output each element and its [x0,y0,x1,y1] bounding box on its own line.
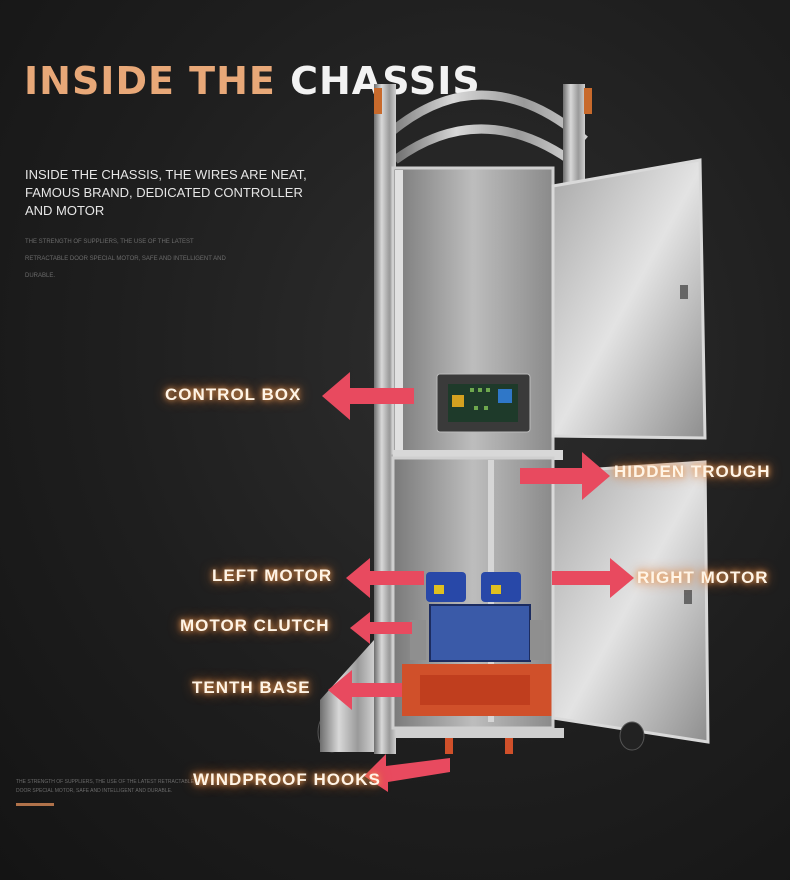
tenth-base-arrow [328,670,402,710]
callout-motor-clutch: MOTOR CLUTCH [180,616,330,635]
page-title: INSIDE THE CHASSIS [24,62,481,100]
callout-right-motor: RIGHT MOTOR [637,568,769,587]
hidden-trough-arrow [520,452,610,500]
top-arch [378,90,588,164]
callout-control-box: CONTROL BOX [165,385,302,404]
fine-print: THE STRENGTH OF SUPPLIERS, THE USE OF TH… [25,239,226,279]
title-part-1: INSIDE THE [24,59,291,103]
chassis-cabinet-image [317,84,710,754]
callout-tenth-base: TENTH BASE [192,678,311,697]
callout-left-motor: LEFT MOTOR [212,566,333,585]
lower-door [551,460,710,744]
motors-image [410,572,544,662]
upper-door [551,158,707,440]
control-box-image [436,373,531,433]
left-post [374,84,396,754]
accent-bar [16,803,54,806]
windproof-hooks-arrow [364,754,450,792]
windproof-hook-image [445,738,453,754]
callout-hidden-trough: HIDDEN TROUGH [614,462,771,481]
fine-print-bottom: THE STRENGTH OF SUPPLIERS, THE USE OF TH… [16,779,194,794]
right-motor-arrow [552,558,634,598]
control-box-arrow [322,372,414,420]
intro-text: INSIDE THE CHASSIS, THE WIRES ARE NEAT, … [25,167,307,218]
motor-clutch-arrow [350,612,412,644]
left-motor-arrow [346,558,424,598]
callout-windproof-hooks: WINDPROOF HOOKS [193,770,381,789]
